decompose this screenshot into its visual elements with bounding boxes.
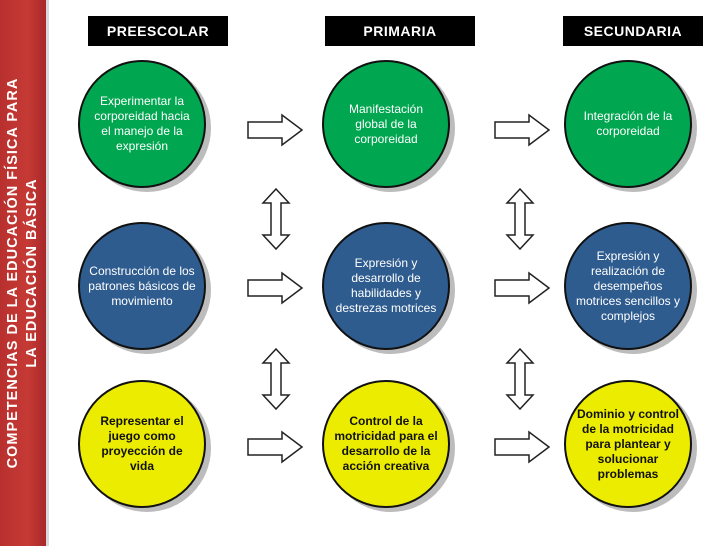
competency-text: Expresión y realización de desempeños mo… [575,248,681,323]
competency-circle-primaria-2: Expresión y desarrollo de habilidades y … [322,222,450,350]
column-header-secundaria: SECUNDARIA [563,16,703,46]
competency-text: Experimentar la corporeidad hacia el man… [94,94,190,153]
competency-text: Dominio y control de la motricidad para … [577,406,679,481]
right-arrow-icon [494,271,551,305]
up-down-arrow-icon [505,187,535,251]
sidebar-band [0,0,46,546]
competency-circle-secundaria-2: Expresión y realización de desempeños mo… [564,222,692,350]
right-arrow-icon [247,113,304,147]
competency-circle-secundaria-1: Integración de la corporeidad [564,60,692,188]
right-arrow-icon [494,113,551,147]
competency-circle-preescolar-3: Representar el juego como proyección de … [78,380,206,508]
competency-text: Representar el juego como proyección de … [100,414,184,473]
competency-circle-primaria-1: Manifestación global de la corporeidad [322,60,450,188]
sidebar-title: COMPETENCIAS DE LA EDUCACIÓN FÍSICA PARA… [4,0,42,546]
competency-text: Control de la motricidad para el desarro… [334,414,438,473]
up-down-arrow-icon [261,347,291,411]
up-down-arrow-icon [261,187,291,251]
competency-text: Construcción de los patrones básicos de … [88,263,196,308]
column-header-preescolar: PREESCOLAR [88,16,228,46]
right-arrow-icon [494,430,551,464]
up-down-arrow-icon [505,347,535,411]
competency-text: Expresión y desarrollo de habilidades y … [335,256,437,315]
column-header-primaria: PRIMARIA [325,16,475,46]
competency-text: Manifestación global de la corporeidad [348,101,424,146]
competency-circle-primaria-3: Control de la motricidad para el desarro… [322,380,450,508]
sidebar-title-line1: COMPETENCIAS DE LA EDUCACIÓN FÍSICA PARA [5,77,21,469]
right-arrow-icon [247,430,304,464]
competency-circle-secundaria-3: Dominio y control de la motricidad para … [564,380,692,508]
sidebar-title-line2: LA EDUCACIÓN BÁSICA [24,178,40,368]
competency-circle-preescolar-1: Experimentar la corporeidad hacia el man… [78,60,206,188]
right-arrow-icon [247,271,304,305]
sidebar-divider [46,0,49,546]
competency-text: Integración de la corporeidad [583,109,673,138]
competency-circle-preescolar-2: Construcción de los patrones básicos de … [78,222,206,350]
